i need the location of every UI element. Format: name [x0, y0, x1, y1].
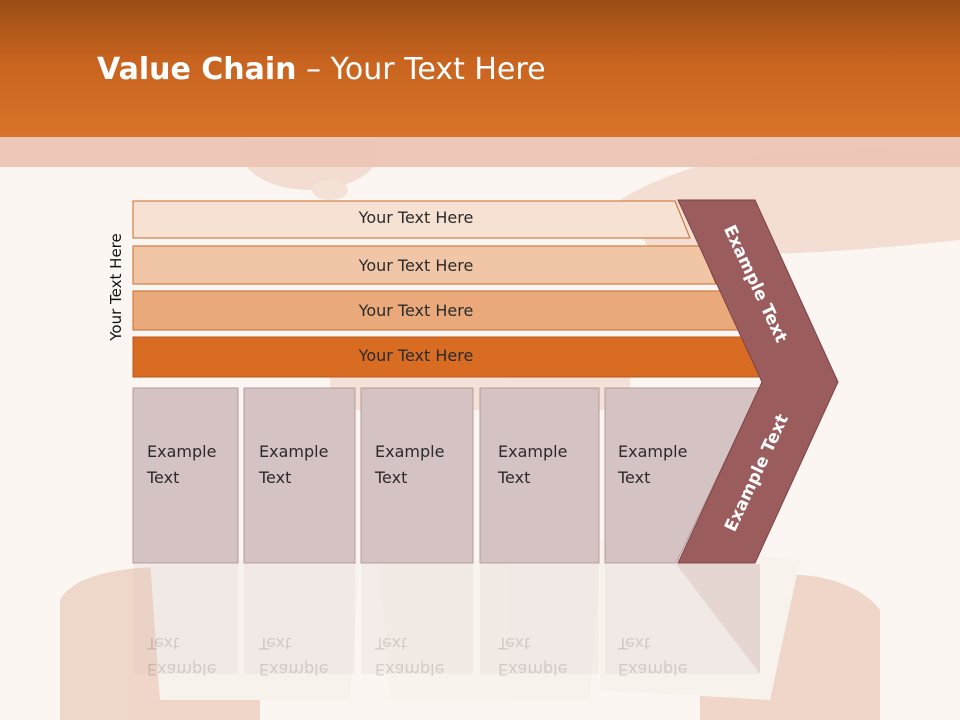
bar-3-label: Your Text Here [358, 301, 474, 320]
bar-1-label: Your Text Here [358, 208, 474, 227]
bar-1 [132, 200, 691, 239]
cell-1-line2: Text [147, 468, 180, 487]
cell-3-reflection-line2: Text [375, 634, 408, 653]
cell-2-line1: Example [259, 442, 329, 461]
cell-2-line2: Text [259, 468, 292, 487]
cell-2-reflection-line1: Example [259, 660, 329, 679]
cell-3-reflection-line1: Example [375, 660, 445, 679]
cell-5-line2: Text [618, 468, 651, 487]
cell-reflection-1 [133, 564, 238, 674]
cell-1-line1: Example [147, 442, 217, 461]
note-education [150, 560, 360, 700]
chevron-reflection [676, 564, 760, 674]
cell-5 [604, 387, 761, 564]
cell-3-text: Example Text [375, 439, 470, 491]
coin-shape [312, 180, 348, 200]
cell-3-line1: Example [375, 442, 445, 461]
bar-4-label: Your Text Here [358, 346, 474, 365]
cell-reflection-4 [480, 564, 599, 674]
cell-1 [132, 387, 239, 564]
cell-5-reflection-line2: Text [618, 634, 651, 653]
jar-body-left [60, 566, 260, 720]
cell-4-text: Example Text [498, 439, 593, 491]
jar-body-right [700, 574, 880, 720]
cell-2-reflection-line2: Text [259, 634, 292, 653]
slide-title: Value Chain – Your Text Here [97, 52, 546, 87]
header-band [0, 0, 960, 137]
title-bold: Value Chain [97, 52, 297, 87]
cell-4-line2: Text [498, 468, 531, 487]
header-strip [0, 137, 960, 167]
cell-4 [479, 387, 600, 564]
cell-3 [360, 387, 474, 564]
cell-1-reflection-text: Example Text [147, 630, 242, 682]
bar-2 [132, 245, 717, 285]
cell-reflection-3 [361, 564, 473, 674]
cell-4-reflection-text: Example Text [498, 630, 593, 682]
cell-1-text: Example Text [147, 439, 242, 491]
cells-reflection [133, 564, 760, 674]
cell-5-reflection-line1: Example [618, 660, 688, 679]
cell-4-reflection-line1: Example [498, 660, 568, 679]
cell-2-reflection-text: Example Text [259, 630, 354, 682]
side-label: Your Text Here [107, 233, 125, 341]
cell-2 [243, 387, 356, 564]
chevron-arrow [677, 199, 839, 564]
cell-5-text: Example Text [618, 439, 713, 491]
cell-3-line2: Text [375, 468, 408, 487]
cell-reflection-5 [605, 564, 760, 674]
title-rest: – Your Text Here [296, 52, 546, 87]
cell-2-text: Example Text [259, 439, 354, 491]
note-retirement [600, 540, 800, 700]
cell-reflection-2 [244, 564, 355, 674]
cell-5-line1: Example [618, 442, 688, 461]
cell-4-line1: Example [498, 442, 568, 461]
bar-2-label: Your Text Here [358, 256, 474, 275]
note-vacation [380, 560, 600, 700]
cell-4-reflection-line2: Text [498, 634, 531, 653]
cell-1-reflection-line2: Text [147, 634, 180, 653]
cell-1-reflection-line1: Example [147, 660, 217, 679]
cell-3-reflection-text: Example Text [375, 630, 470, 682]
cell-5-reflection-text: Example Text [618, 630, 713, 682]
